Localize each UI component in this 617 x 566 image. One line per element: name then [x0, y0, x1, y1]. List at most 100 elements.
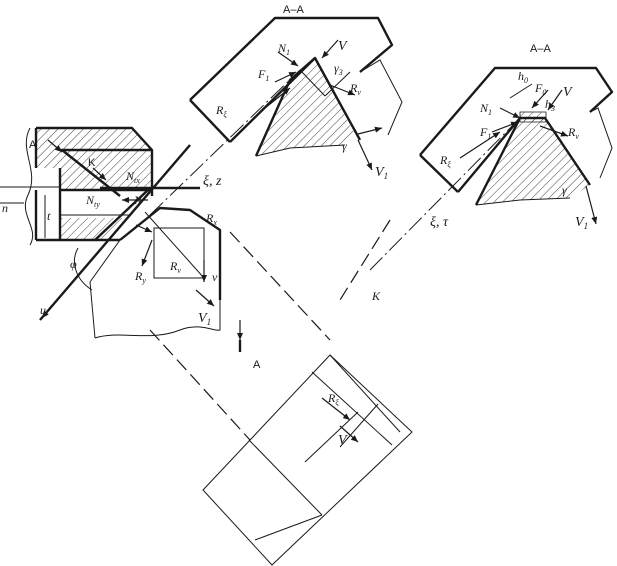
- label-Rx: Rx: [205, 211, 217, 227]
- bottom-view-label-V: V: [338, 433, 348, 448]
- section-top-label-V: V: [338, 39, 348, 54]
- workpiece-lower-outline: [89, 281, 221, 339]
- label-Ry: Ry: [134, 269, 146, 285]
- section-right-title: A–A: [530, 43, 551, 55]
- section-right-label-F0: F0: [534, 81, 546, 97]
- section-top-gamma-line-2: [324, 71, 351, 97]
- projection-dash-1: [229, 231, 331, 341]
- section-top-right-outline: [359, 59, 403, 136]
- section-top-label-gamma: γ: [342, 139, 347, 153]
- label-N-ty: Nty: [85, 193, 100, 209]
- projection-dash-2: [149, 329, 251, 441]
- bottom-view-outline: [202, 354, 413, 566]
- section-right-hatch: [476, 118, 590, 205]
- section-top-label-V1: V1: [375, 165, 388, 181]
- bottom-view-line-4: [304, 411, 359, 463]
- label-N-tx: Ntx: [125, 169, 140, 185]
- section-right-wedge-base: [475, 197, 571, 206]
- section-top-title: A–A: [283, 4, 304, 16]
- section-right-label-N1: N1: [479, 101, 492, 117]
- workpiece-diag: [89, 239, 121, 283]
- projection-lines: [149, 219, 391, 441]
- section-top-F1-arrow: [274, 71, 297, 83]
- label-phi: φ: [70, 257, 77, 271]
- label-v: v: [212, 270, 218, 284]
- cutting-edge-diag-upper: [61, 149, 121, 197]
- section-top-label-F1: F1: [257, 67, 269, 83]
- bottom-view-line-3: [311, 371, 393, 446]
- section-right-label-Rv: Rv: [567, 125, 579, 141]
- section-right-face: [457, 117, 521, 193]
- section-right-label-F1: F1: [479, 125, 491, 141]
- section-right-V-arrow: [547, 89, 563, 111]
- section-right-wear-land: [519, 111, 547, 123]
- force-rectangle: [153, 227, 205, 279]
- left-main-view: n A K Ntx Nty N t ξ, z Rx Ry Rv v V1 φ u…: [0, 69, 301, 371]
- tool-upper-outline: [36, 126, 154, 196]
- section-right-label-gamma: γ: [562, 183, 567, 197]
- section-right: A–A h0 F0 V N1 h3 F1 Rv Rξ γ V1 ξ, τ K: [369, 43, 614, 303]
- section-top-label-N1: N1: [277, 41, 290, 57]
- section-right-V1-arrow: [585, 185, 598, 225]
- section-top-wedge-base: [255, 144, 346, 157]
- section-top-Rxi-arrow: [259, 87, 291, 113]
- section-right-upper-outline: [419, 66, 614, 156]
- section-top-N1-arrow: [277, 51, 299, 67]
- section-top-hatch: [256, 58, 355, 156]
- workpiece-upper-outline: [119, 206, 222, 300]
- V1-arrow: [195, 289, 215, 307]
- section-top: A–A N1 V F1 γ3 Rξ Rv γ V1: [189, 4, 403, 181]
- section-right-label-V1: V1: [575, 215, 588, 231]
- bottom-view-line-5: [339, 403, 379, 448]
- section-right-F0-arrow: [531, 89, 549, 109]
- section-top-gamma-line: [299, 69, 326, 97]
- bottom-view: Rξ V: [202, 354, 413, 566]
- section-right-F1-arrow: [491, 121, 519, 133]
- label-A-section: A: [253, 359, 261, 371]
- Ry-arrow: [141, 239, 153, 267]
- label-K: K: [88, 157, 96, 169]
- section-right-label-K: K: [371, 289, 381, 303]
- u-axis-arrow: [41, 295, 61, 319]
- K-arrow: [92, 167, 107, 181]
- label-u: u: [40, 303, 46, 317]
- bottom-view-line-6: [254, 514, 323, 541]
- section-right-N1-arrow: [499, 107, 521, 119]
- section-right-left-outline: [419, 154, 459, 193]
- bottom-view-V-arrow: [339, 425, 359, 443]
- section-right-h0-dim: [509, 83, 533, 99]
- section-top-V1-arrow: [357, 139, 373, 171]
- projection-dash-k: [339, 219, 391, 301]
- workpiece-break-line: [24, 127, 34, 246]
- xi-z-axis: [149, 69, 301, 216]
- bottom-view-line-2: [329, 354, 401, 433]
- section-top-Rv-arrow: [329, 84, 356, 96]
- label-N: N: [133, 193, 143, 207]
- section-right-label-Rxi: Rξ: [439, 153, 451, 169]
- section-right-right-outline: [589, 107, 613, 179]
- section-top-V-arrow: [321, 39, 339, 59]
- section-right-label-V: V: [563, 85, 573, 100]
- force-diag: [144, 211, 205, 279]
- label-A: A: [29, 139, 37, 151]
- tool-hatch-upper: [36, 128, 152, 190]
- section-right-label-h3: h3: [545, 97, 555, 113]
- bottom-view-Rxi-arrow: [321, 397, 351, 421]
- section-right-label-xi-tau: ξ, τ: [430, 215, 449, 230]
- section-top-left-outline: [189, 99, 231, 143]
- tool-hatch-lower: [60, 218, 124, 240]
- A-arrow: [47, 139, 63, 153]
- u-axis-line: [39, 144, 191, 321]
- bottom-view-label-Rxi: Rξ: [327, 391, 339, 407]
- section-right-xi-tau-axis: [369, 117, 521, 271]
- section-top-upper-outline: [189, 16, 394, 101]
- label-Rv: Rv: [169, 259, 181, 275]
- tool-diag-lower: [94, 189, 149, 241]
- phi-arc: [74, 247, 93, 291]
- bottom-view-line-1: [248, 439, 323, 516]
- section-right-Rv-arrow: [539, 125, 569, 137]
- section-top-face: [229, 57, 316, 143]
- section-top-label-gamma3: γ3: [334, 61, 343, 77]
- section-top-label-Rxi: Rξ: [215, 103, 227, 119]
